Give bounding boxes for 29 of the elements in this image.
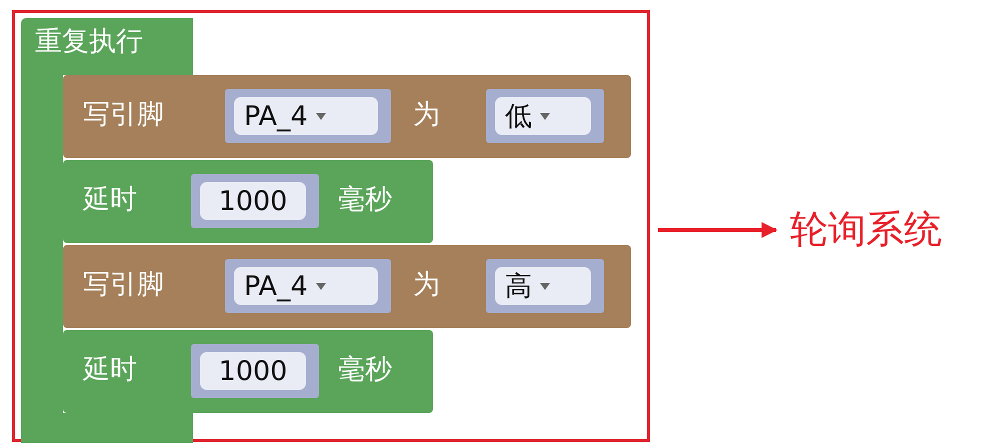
block-label: 毫秒 bbox=[338, 184, 392, 216]
block-label: 写引脚 bbox=[83, 99, 164, 131]
statement-block bbox=[63, 75, 631, 158]
input-slot bbox=[486, 259, 604, 313]
number-field: 1000 bbox=[200, 352, 306, 390]
input-slot bbox=[225, 259, 391, 313]
dropdown-menu: 低 bbox=[495, 97, 591, 135]
block-label: 毫秒 bbox=[338, 354, 392, 386]
statement-block bbox=[63, 245, 631, 328]
repeat-block bbox=[21, 18, 193, 443]
statement-block bbox=[63, 330, 433, 413]
block-label: 写引脚 bbox=[83, 269, 164, 301]
input-slot bbox=[191, 344, 319, 398]
dropdown-menu: PA_4 bbox=[234, 267, 378, 305]
arrow bbox=[658, 222, 778, 238]
input-slot bbox=[225, 89, 391, 143]
number-field: 1000 bbox=[200, 182, 306, 220]
input-slot bbox=[191, 174, 319, 228]
block-label: 重复执行 bbox=[35, 26, 143, 58]
dropdown-menu: PA_4 bbox=[234, 97, 378, 135]
block-label: 延时 bbox=[83, 354, 137, 386]
statement-block bbox=[63, 160, 433, 243]
highlight-frame bbox=[12, 10, 650, 442]
annotation-text: 轮询系统 bbox=[790, 206, 942, 253]
block-label: 为 bbox=[413, 269, 440, 301]
block-label: 为 bbox=[413, 99, 440, 131]
input-slot bbox=[486, 89, 604, 143]
dropdown-menu: 高 bbox=[495, 267, 591, 305]
block-label: 延时 bbox=[83, 184, 137, 216]
